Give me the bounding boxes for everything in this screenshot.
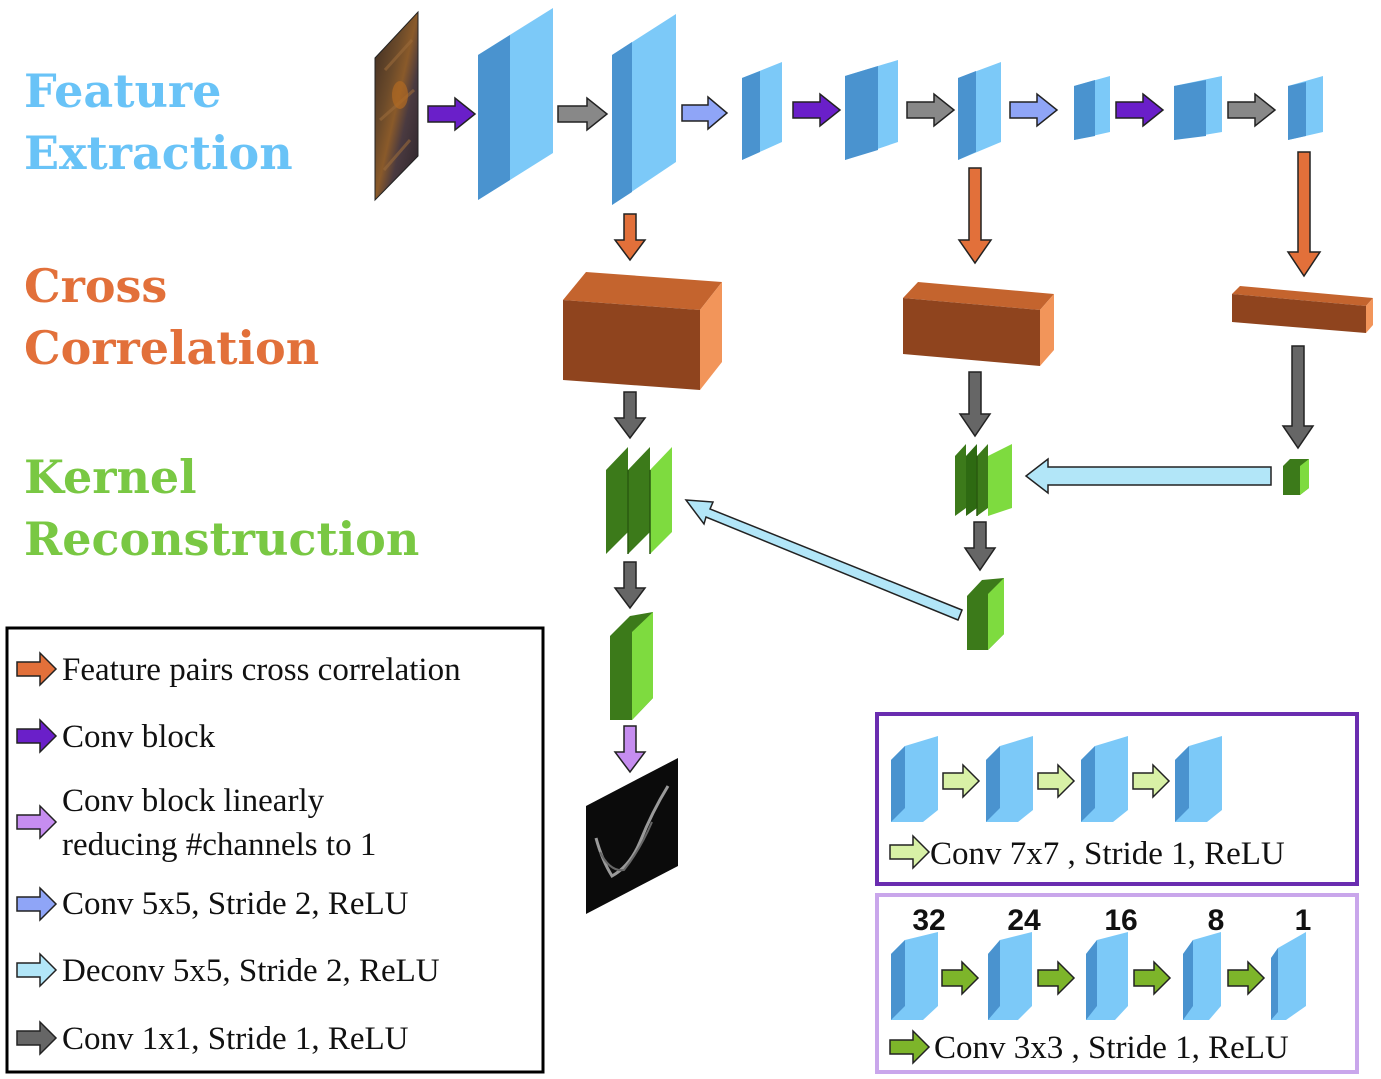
legend: Feature pairs cross correlation Conv blo… xyxy=(5,626,545,1074)
cross-correlation-title: Cross Correlation xyxy=(24,255,319,379)
channel-count-3: 16 xyxy=(1104,904,1137,937)
conv7x7-legend-arrow xyxy=(889,834,931,870)
conv1x1-arrow-3 xyxy=(1227,92,1277,128)
feature-block-1 xyxy=(478,8,553,200)
cross-correlation-title-line1: Cross xyxy=(24,259,168,313)
conv-block-arrow-3 xyxy=(1115,92,1165,128)
legend-label-channel-reduction-line1: Conv block linearly xyxy=(62,783,325,819)
legend-arrow-conv5x5 xyxy=(16,886,58,922)
legend-label-cross-correlation: Feature pairs cross correlation xyxy=(62,652,461,688)
conv-block-arrow-2 xyxy=(792,92,842,128)
conv1x1-arrow-7 xyxy=(963,521,997,572)
legend-label-conv5x5: Conv 5x5, Stride 2, ReLU xyxy=(62,886,409,922)
conv1x1-arrow-8 xyxy=(613,561,647,610)
legend-label-conv-block: Conv block xyxy=(62,719,216,755)
kernel-block-small xyxy=(1283,459,1309,495)
reduction-block-1 xyxy=(891,932,938,1020)
conv3x3-arrow-1 xyxy=(941,960,980,996)
legend-arrow-conv-block xyxy=(16,718,58,754)
kernel-reconstruction-title: Kernel Reconstruction xyxy=(24,446,419,570)
kernel-reconstruction-title-line1: Kernel xyxy=(24,450,197,504)
cross-correlation-title-line2: Correlation xyxy=(24,321,320,375)
deconv-arrow-2 xyxy=(684,499,963,621)
conv1x1-arrow-1 xyxy=(557,96,609,132)
correlation-block-1 xyxy=(563,272,722,390)
conv5x5-arrow-2 xyxy=(1009,92,1059,128)
conv3x3-arrow-4 xyxy=(1227,960,1266,996)
conv1x1-arrow-4 xyxy=(613,391,647,440)
detail-block-3 xyxy=(1081,736,1128,822)
output-kernel-image xyxy=(586,758,678,914)
conv1x1-arrow-6 xyxy=(1281,345,1315,450)
conv5x5-arrow-1 xyxy=(681,95,729,131)
cross-correlation-arrow-2 xyxy=(957,167,993,265)
legend-arrow-cross-correlation xyxy=(16,651,58,687)
reduction-block-3 xyxy=(1086,932,1128,1020)
cross-correlation-arrow-1 xyxy=(613,213,647,262)
conv-block-detail: Conv 7x7 , Stride 1, ReLU xyxy=(875,712,1359,886)
feature-block-3 xyxy=(742,62,782,160)
kernel-block-single-1 xyxy=(967,578,1004,650)
conv1x1-arrow-2 xyxy=(906,92,956,128)
input-image xyxy=(374,10,419,202)
kernel-block-pair-1 xyxy=(606,447,672,554)
channel-count-5: 1 xyxy=(1295,904,1312,937)
legend-arrow-conv1x1 xyxy=(16,1020,58,1056)
detail-block-2 xyxy=(986,736,1033,822)
feature-block-2 xyxy=(612,14,676,205)
reduction-block-detail: 32 24 16 8 1 xyxy=(875,893,1359,1074)
correlation-block-3 xyxy=(1232,286,1373,333)
conv3x3-arrow-2 xyxy=(1037,960,1076,996)
kernel-block-single-2 xyxy=(610,612,653,720)
detail-block-1 xyxy=(891,736,938,822)
feature-extraction-title: Feature Extraction xyxy=(24,60,293,184)
feature-extraction-title-line2: Extraction xyxy=(24,126,293,180)
conv3x3-arrow-3 xyxy=(1133,960,1172,996)
reduction-block-2 xyxy=(988,932,1032,1020)
channel-count-2: 24 xyxy=(1007,904,1041,937)
conv7x7-arrow-3 xyxy=(1132,763,1171,799)
conv3x3-legend-arrow xyxy=(889,1029,931,1065)
legend-label-channel-reduction-line2: reducing #channels to 1 xyxy=(62,827,376,863)
deconv-arrow-1 xyxy=(1024,457,1272,495)
cross-correlation-arrow-3 xyxy=(1286,151,1322,278)
legend-label-deconv: Deconv 5x5, Stride 2, ReLU xyxy=(62,953,440,989)
legend-label-conv1x1: Conv 1x1, Stride 1, ReLU xyxy=(62,1021,409,1057)
kernel-block-pair-2 xyxy=(955,444,1012,516)
feature-block-6 xyxy=(1074,76,1110,140)
conv7x7-arrow-2 xyxy=(1037,763,1076,799)
channel-count-1: 32 xyxy=(912,904,945,937)
conv3x3-label: Conv 3x3 , Stride 1, ReLU xyxy=(934,1030,1289,1066)
conv-block-arrow-1 xyxy=(427,96,477,132)
feature-block-8 xyxy=(1288,76,1323,140)
correlation-block-2 xyxy=(903,282,1054,366)
feature-block-7 xyxy=(1174,76,1222,140)
channel-reduction-arrow xyxy=(613,725,647,774)
conv1x1-arrow-5 xyxy=(958,371,992,438)
channel-count-4: 8 xyxy=(1208,904,1225,937)
feature-block-4 xyxy=(845,60,898,160)
kernel-reconstruction-title-line2: Reconstruction xyxy=(24,512,420,566)
feature-extraction-title-line1: Feature xyxy=(24,64,222,118)
reduction-block-4 xyxy=(1183,932,1221,1020)
reduction-block-5 xyxy=(1271,932,1306,1020)
conv7x7-arrow-1 xyxy=(942,763,981,799)
feature-block-5 xyxy=(958,62,1001,160)
conv7x7-label: Conv 7x7 , Stride 1, ReLU xyxy=(930,836,1285,872)
legend-arrow-channel-reduction xyxy=(16,804,58,840)
legend-arrow-deconv xyxy=(16,952,58,988)
detail-block-4 xyxy=(1175,736,1222,822)
